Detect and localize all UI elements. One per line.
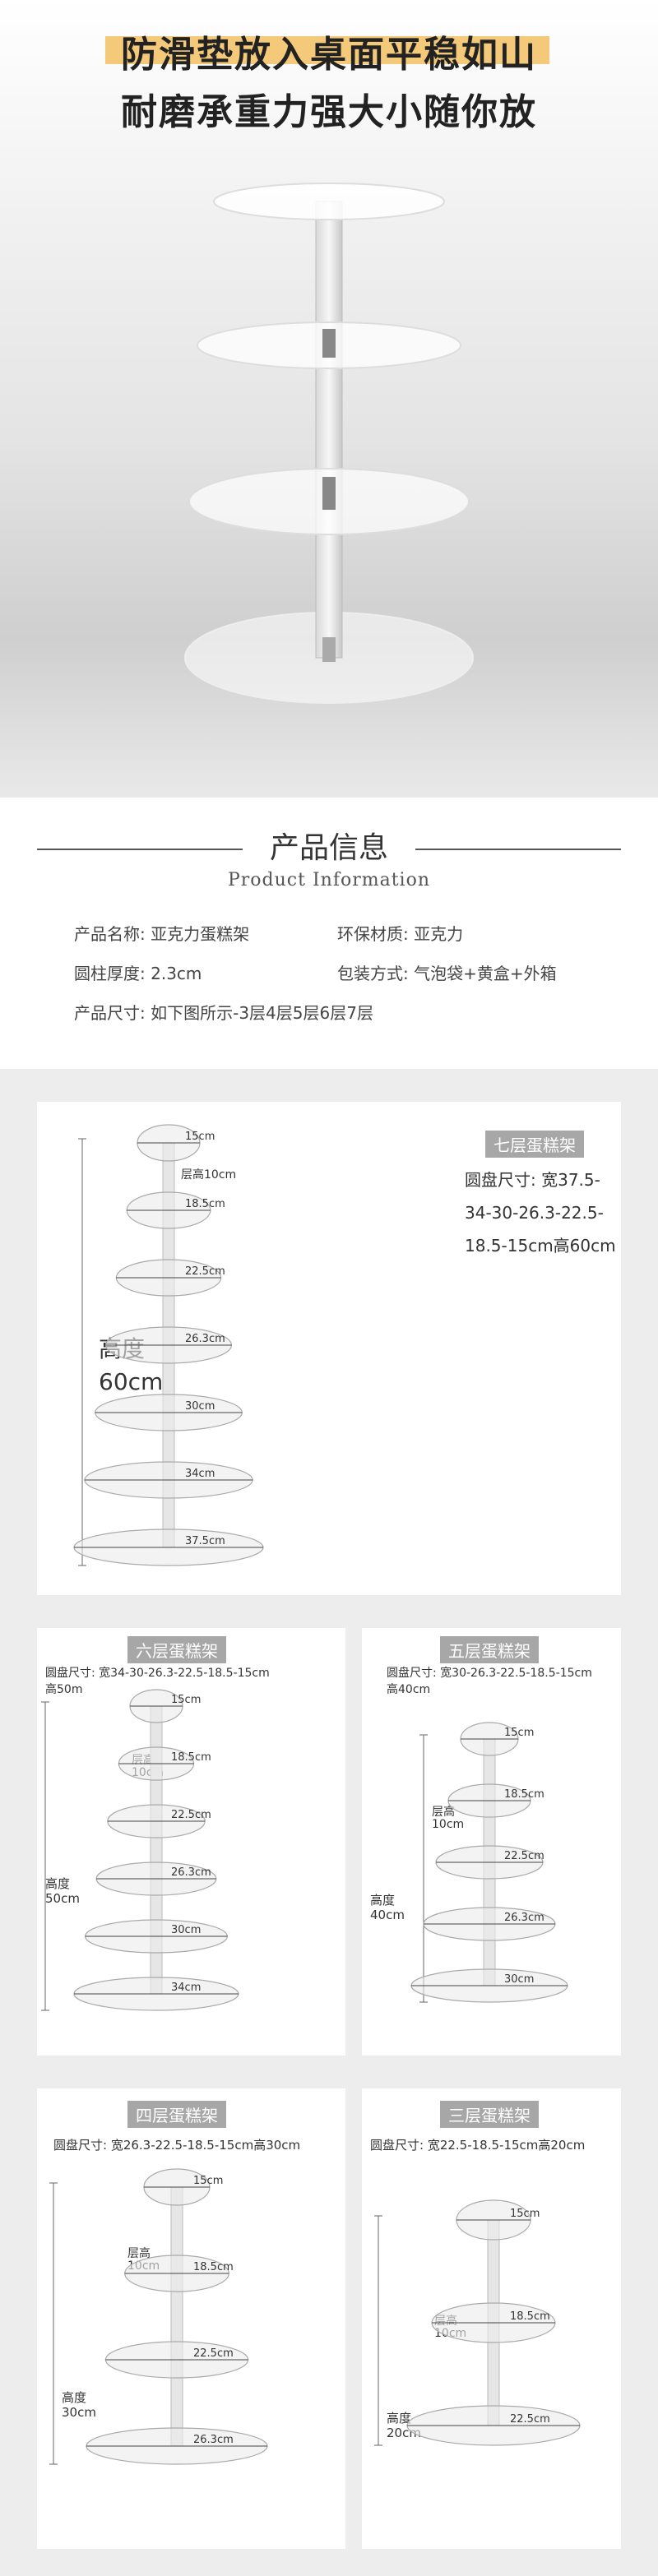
six-tier-size-line2: 高50m <box>45 1683 83 1696</box>
hero-title-line2: 耐磨承重力强大小随你放 <box>121 91 537 133</box>
three-tier-badge: 三层蛋糕架 <box>440 2101 539 2128</box>
five-tier-label: 26.3cm <box>504 1912 544 1924</box>
seven-tier-label: 34cm <box>185 1468 215 1480</box>
info-divider-left <box>37 849 243 850</box>
four-tier-label: 26.3cm <box>193 2434 234 2446</box>
four-pole <box>170 2186 183 2447</box>
seven-tier-label: 18.5cm <box>185 1198 225 1210</box>
three-tier-label: 15cm <box>510 2208 540 2220</box>
six-tier-label: 18.5cm <box>171 1751 211 1764</box>
four-tier-size-line1: 圆盘尺寸: 宽26.3-22.5-18.5-15cm高30cm <box>53 2138 301 2153</box>
seven-height-value: 60cm <box>99 1368 164 1395</box>
five-tier-size-line2: 高40cm <box>387 1683 431 1696</box>
five-tier-card: 五层蛋糕架 圆盘尺寸: 宽30-26.3-22.5-18.5-15cm 高40c… <box>362 1628 621 2056</box>
seven-tier-diagram: 15cm 18.5cm 22.5cm 26.3cm 30cm 34cm 37.5cm <box>73 1124 264 1566</box>
three-tier-diagram: 15cm 18.5cm 22.5cm <box>374 2199 581 2446</box>
seven-tier-label: 37.5cm <box>185 1535 225 1547</box>
three-tier-label: 18.5cm <box>510 2310 550 2323</box>
hero-banner: 防滑垫放入桌面平稳如山 耐磨承重力强大小随你放 <box>0 0 658 798</box>
seven-layer-height: 层高10cm <box>181 1168 237 1182</box>
product-info-section: 产品信息 Product Information 产品名称: 亚克力蛋糕架 环保… <box>0 798 658 1069</box>
four-tier-badge: 四层蛋糕架 <box>127 2101 226 2128</box>
spec-size: 产品尺寸: 如下图所示-3层4层5层6层7层 <box>74 1003 373 1023</box>
three-tier-size-line1: 圆盘尺寸: 宽22.5-18.5-15cm高20cm <box>370 2138 586 2153</box>
four-tier-label: 22.5cm <box>193 2347 234 2360</box>
six-tier-label: 34cm <box>171 1982 201 1994</box>
seven-tier-label: 26.3cm <box>185 1333 225 1345</box>
hero-title-line1: 防滑垫放入桌面平稳如山 <box>121 34 537 76</box>
seven-tier-label: 15cm <box>185 1131 215 1143</box>
four-tier-label: 15cm <box>193 2175 223 2187</box>
spec-name: 产品名称: 亚克力蛋糕架 <box>74 924 250 944</box>
five-tier-badge: 五层蛋糕架 <box>440 1636 539 1663</box>
six-tier-size-line1: 圆盘尺寸: 宽34-30-26.3-22.5-18.5-15cm <box>45 1667 270 1680</box>
spec-thickness: 圆柱厚度: 2.3cm <box>74 964 202 983</box>
six-tier-label: 22.5cm <box>171 1809 211 1821</box>
title-highlight <box>105 36 549 64</box>
info-divider-right <box>415 849 621 850</box>
five-layer-label: 层高 <box>432 1806 455 1819</box>
five-tier-label: 22.5cm <box>504 1850 544 1862</box>
six-height-value: 50cm <box>45 1891 80 1906</box>
four-height-value: 30cm <box>62 2405 96 2420</box>
seven-tier-badge: 七层蛋糕架 <box>485 1131 584 1158</box>
five-tier-label: 30cm <box>504 1973 534 1986</box>
five-height-label: 高度 <box>370 1893 396 1908</box>
seven-tier-card: 七层蛋糕架 圆盘尺寸: 宽37.5- 34-30-26.3-22.5- 18.5… <box>37 1102 621 1595</box>
six-tier-diagram: 15cm 18.5cm 22.5cm 26.3cm 30cm 34cm <box>41 1689 239 2011</box>
seven-tier-label: 22.5cm <box>185 1265 225 1278</box>
seven-tier-size-line3: 18.5-15cm高60cm <box>465 1236 616 1256</box>
five-tier-size-line1: 圆盘尺寸: 宽30-26.3-22.5-18.5-15cm <box>387 1667 592 1680</box>
size-charts-panel: 七层蛋糕架 圆盘尺寸: 宽37.5- 34-30-26.3-22.5- 18.5… <box>0 1069 658 2576</box>
five-tier-label: 15cm <box>504 1727 534 1739</box>
six-tier-badge: 六层蛋糕架 <box>127 1636 226 1663</box>
three-tier-label: 22.5cm <box>510 2413 550 2426</box>
four-layer-label: 层高 <box>127 2247 151 2260</box>
four-tier-card: 四层蛋糕架 圆盘尺寸: 宽26.3-22.5-18.5-15cm高30cm 高度… <box>37 2088 345 2549</box>
hero-cake-stand-illustration <box>184 183 474 704</box>
spec-package: 包装方式: 气泡袋+黄盒+外箱 <box>337 964 557 983</box>
info-subtitle: Product Information <box>227 870 430 890</box>
six-tier-label: 15cm <box>171 1694 201 1706</box>
five-tier-diagram: 15cm 18.5cm 22.5cm 26.3cm 30cm <box>410 1722 568 2003</box>
six-tier-label: 30cm <box>171 1924 201 1936</box>
info-title: 产品信息 <box>269 831 388 865</box>
spec-material: 环保材质: 亚克力 <box>337 924 464 944</box>
seven-tier-size-line2: 34-30-26.3-22.5- <box>465 1203 604 1223</box>
five-layer-value: 10cm <box>432 1818 465 1831</box>
six-tier-card: 六层蛋糕架 圆盘尺寸: 宽34-30-26.3-22.5-18.5-15cm 高… <box>37 1628 345 2056</box>
six-tier-label: 26.3cm <box>171 1866 211 1879</box>
three-tier-card: 三层蛋糕架 圆盘尺寸: 宽22.5-18.5-15cm高20cm 高度 20cm… <box>362 2088 621 2549</box>
five-tier-label: 18.5cm <box>504 1788 544 1801</box>
four-height-label: 高度 <box>62 2390 87 2405</box>
three-height-label: 高度 <box>387 2411 412 2426</box>
five-height-value: 40cm <box>370 1908 405 1922</box>
four-tier-label: 18.5cm <box>193 2261 234 2273</box>
six-height-label: 高度 <box>45 1876 71 1891</box>
four-tier-diagram: 15cm 18.5cm 22.5cm 26.3cm <box>49 2168 268 2465</box>
seven-tier-size-line1: 圆盘尺寸: 宽37.5- <box>465 1170 600 1190</box>
seven-tier-label: 30cm <box>185 1400 215 1413</box>
